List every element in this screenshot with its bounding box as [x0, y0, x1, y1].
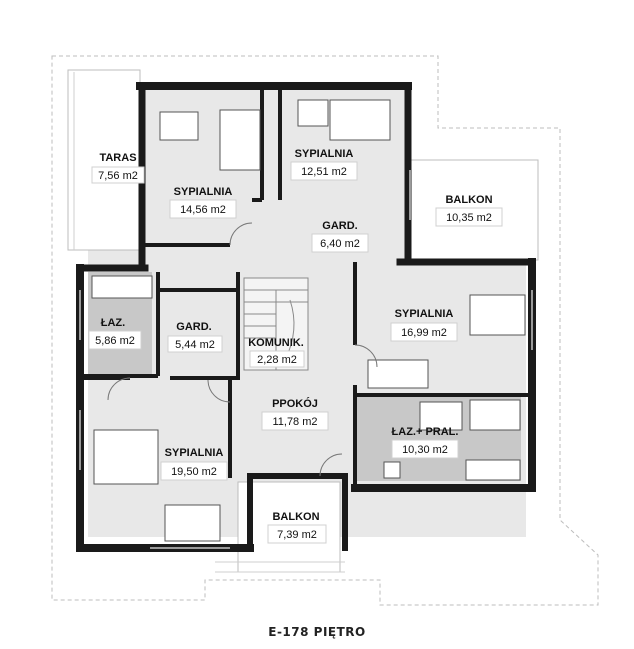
partitions: [84, 90, 530, 488]
bed: [93, 429, 159, 485]
bed: [329, 99, 391, 141]
room-name: ŁAZ.: [101, 317, 125, 329]
room-name: BALKON: [272, 511, 319, 523]
room-area: 5,86 m2: [95, 335, 135, 347]
desk: [159, 111, 199, 141]
room-area: 10,35 m2: [446, 212, 492, 224]
room-area: 19,50 m2: [171, 466, 217, 478]
room-area: 7,39 m2: [277, 529, 317, 541]
room-name: TARAS: [99, 152, 136, 164]
room-name: GARD.: [322, 220, 357, 232]
doors: [107, 222, 378, 477]
roof-outline: [51, 55, 599, 606]
shower: [469, 399, 521, 431]
desk: [297, 99, 329, 127]
room-name: SYPIALNIA: [165, 447, 224, 459]
room-area: 11,78 m2: [272, 416, 317, 428]
room-area: 5,44 m2: [175, 339, 215, 351]
windows: [79, 170, 533, 549]
sofa: [367, 359, 429, 389]
room-name: SYPIALNIA: [174, 186, 233, 198]
desk: [164, 504, 221, 542]
room-area: 12,51 m2: [301, 166, 347, 178]
bathtub: [465, 459, 521, 481]
room-area: 14,56 m2: [180, 204, 226, 216]
room-name: SYPIALNIA: [295, 148, 354, 160]
room-name: SYPIALNIA: [395, 308, 454, 320]
plan-title: E-178 PIĘTRO: [268, 625, 366, 639]
room-area: 7,56 m2: [98, 170, 138, 182]
sink: [419, 401, 463, 431]
room-name: ŁAZ.+ PRAL.: [392, 426, 459, 438]
outdoor-areas: [67, 69, 539, 573]
room-name: GARD.: [176, 321, 211, 333]
furniture: [91, 99, 526, 542]
room-labels: TARAS 7,56 m2 SYPIALNIA 14,56 m2 SYPIALN…: [88, 148, 503, 544]
washing-machine: [383, 461, 401, 479]
bed: [219, 109, 261, 171]
room-name: PPOKÓJ: [272, 397, 318, 410]
bathtub-left: [91, 275, 153, 299]
room-area: 16,99 m2: [401, 327, 447, 339]
room-area: 10,30 m2: [402, 444, 448, 456]
room-area: 6,40 m2: [320, 238, 360, 250]
room-name: BALKON: [445, 194, 492, 206]
room-name: KOMUNIK.: [248, 337, 304, 349]
desk: [469, 294, 526, 336]
room-area: 2,28 m2: [257, 354, 297, 366]
